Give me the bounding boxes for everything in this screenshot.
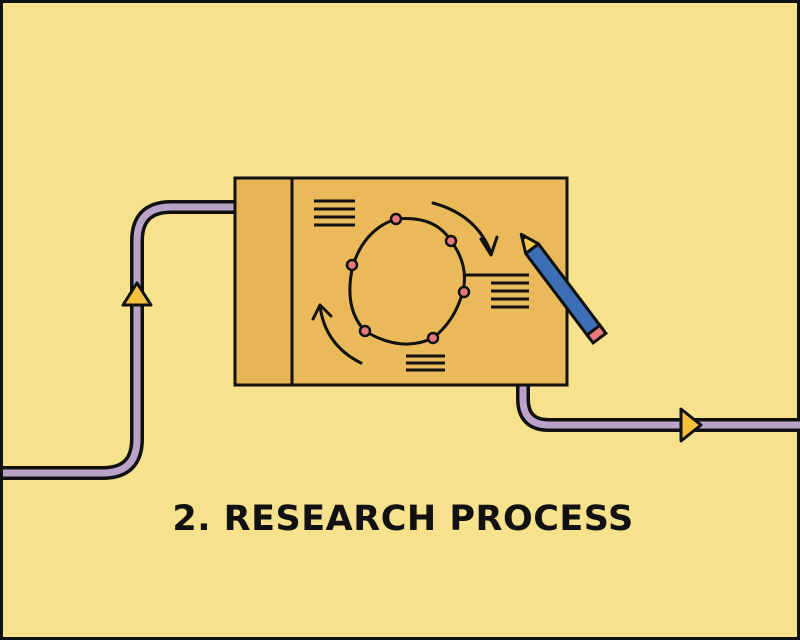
- diagram-caption: 2. RESEARCH PROCESS: [172, 499, 634, 539]
- pencil-icon: [519, 232, 608, 346]
- cycle-node: [358, 324, 372, 338]
- text-lines-icon: [491, 273, 529, 309]
- cycle-node: [444, 234, 458, 248]
- text-lines-icon: [406, 354, 445, 372]
- text-lines-icon: [314, 199, 355, 227]
- cycle-node: [426, 331, 440, 345]
- cycle-diagram: [345, 212, 491, 346]
- cycle-node: [389, 212, 403, 226]
- outgoing-flow-pipe: [516, 385, 800, 432]
- right-arrow-icon: [679, 407, 703, 443]
- cycle-node: [457, 285, 471, 299]
- incoming-flow-pipe: [3, 200, 235, 480]
- research-process-illustration: [3, 176, 800, 480]
- board-side-strip: [233, 176, 294, 387]
- cycle-node: [345, 258, 359, 272]
- cycle-arrow-icon: [311, 303, 363, 365]
- cycle-arrow-icon: [431, 201, 499, 257]
- up-arrow-icon: [121, 281, 153, 307]
